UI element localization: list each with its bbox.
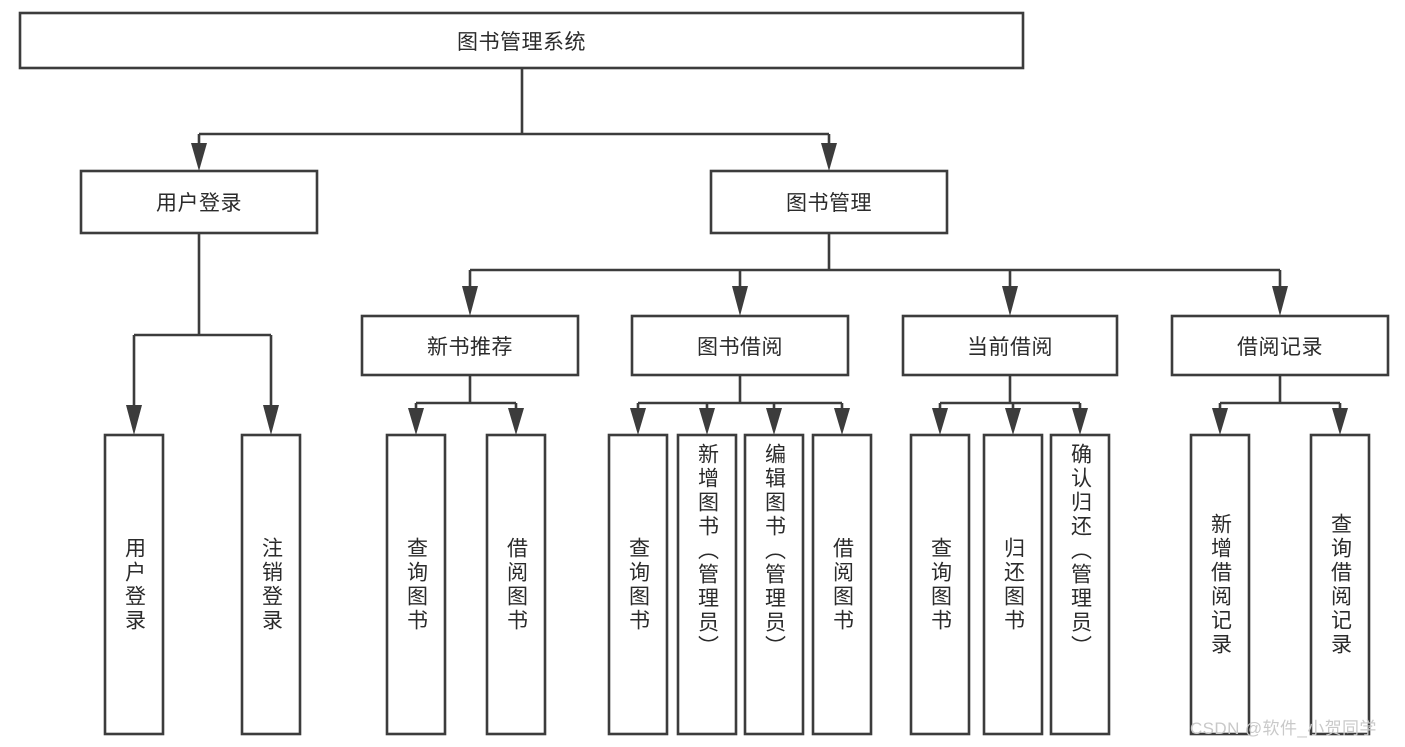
box-leaf-add-book[interactable] — [676, 433, 738, 736]
arrow-to-leaf-user-login — [126, 405, 142, 435]
box-book-borrow[interactable] — [630, 314, 850, 377]
arrow-to-borrow-record — [1272, 286, 1288, 316]
box-leaf-confirm-return[interactable] — [1049, 433, 1111, 736]
box-leaf-user-login[interactable] — [103, 433, 165, 736]
box-leaf-add-record[interactable] — [1189, 433, 1251, 736]
arrow-to-leaf-query-book-1 — [408, 408, 424, 435]
arrow-to-book-management — [821, 143, 837, 171]
arrow-to-leaf-borrow-book-1 — [508, 408, 524, 435]
box-leaf-borrow-book-2[interactable] — [811, 433, 873, 736]
arrow-to-leaf-query-book-2 — [630, 408, 646, 435]
box-book-management[interactable] — [709, 169, 949, 235]
arrow-to-book-borrow — [732, 286, 748, 316]
box-leaf-query-record[interactable] — [1309, 433, 1371, 736]
box-user-login[interactable] — [79, 169, 319, 235]
box-borrow-record[interactable] — [1170, 314, 1390, 377]
connectors-layer — [126, 68, 1348, 435]
box-leaf-query-book-2[interactable] — [607, 433, 669, 736]
csdn-watermark: CSDN @软件_小贺同学 — [1190, 719, 1377, 738]
boxes-layer — [18, 11, 1390, 736]
box-leaf-edit-book[interactable] — [743, 433, 805, 736]
arrow-to-leaf-add-book — [699, 408, 715, 435]
arrow-to-current-borrow — [1002, 286, 1018, 316]
box-leaf-return-book[interactable] — [982, 433, 1044, 736]
box-new-book-recommend[interactable] — [360, 314, 580, 377]
box-root[interactable] — [18, 11, 1025, 70]
box-leaf-query-book-1[interactable] — [385, 433, 447, 736]
arrow-to-leaf-edit-book — [766, 408, 782, 435]
arrow-to-leaf-query-book-3 — [932, 408, 948, 435]
box-leaf-logout[interactable] — [240, 433, 302, 736]
arrow-to-leaf-confirm-return — [1072, 408, 1088, 435]
box-leaf-borrow-book-1[interactable] — [485, 433, 547, 736]
arrow-to-leaf-logout — [263, 405, 279, 435]
arrow-to-leaf-borrow-book-2 — [834, 408, 850, 435]
box-current-borrow[interactable] — [901, 314, 1119, 377]
arrow-to-user-login — [191, 143, 207, 171]
arrow-to-leaf-query-record — [1332, 408, 1348, 435]
arrow-to-leaf-add-record — [1212, 408, 1228, 435]
box-leaf-query-book-3[interactable] — [909, 433, 971, 736]
arrow-to-new-book-recommend — [462, 286, 478, 316]
arrow-to-leaf-return-book — [1005, 408, 1021, 435]
